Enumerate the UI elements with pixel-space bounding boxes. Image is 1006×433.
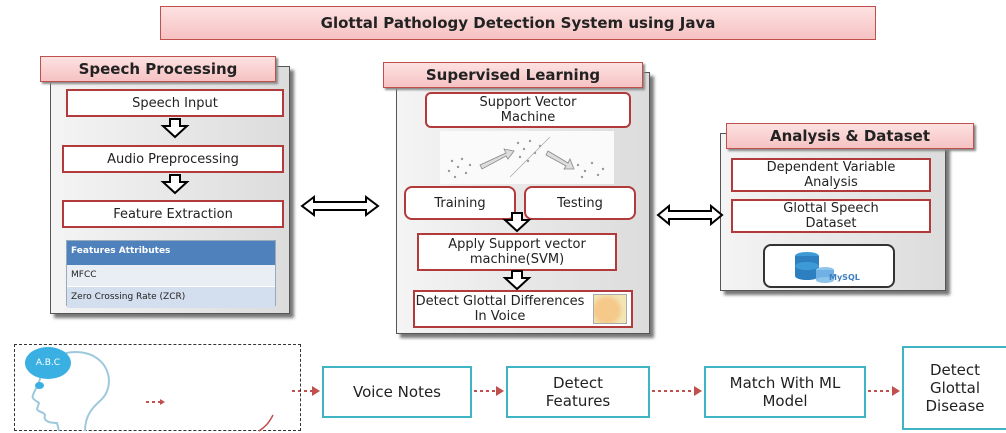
- database-icon: [795, 252, 834, 283]
- svm-scatter-graphic: [447, 136, 605, 179]
- voice-notes-step: Voice Notes: [322, 366, 472, 418]
- testing-box: Testing: [524, 186, 636, 220]
- detect-features-step: Detect Features: [506, 366, 650, 418]
- speech-input-step: Speech Input: [66, 89, 284, 117]
- svm-box: Support Vector Machine: [425, 92, 631, 128]
- detect-glottal-disease-step: Detect Glottal Disease: [902, 346, 1006, 430]
- features-table-row: MFCC: [67, 265, 275, 287]
- svm-illustration: [440, 131, 614, 184]
- speaker-illustration-frame: A.B.C: [14, 344, 301, 432]
- down-arrow-icon: [160, 118, 190, 139]
- double-arrow-icon: [656, 203, 724, 227]
- down-arrow-icon: [502, 270, 532, 291]
- glottal-dataset-box: Glottal Speech Dataset: [731, 199, 931, 233]
- training-box: Training: [404, 186, 516, 220]
- double-arrow-icon: [300, 195, 380, 217]
- audio-preprocessing-step: Audio Preprocessing: [62, 145, 284, 173]
- feature-extraction-step: Feature Extraction: [62, 200, 284, 228]
- features-table-header: Features Attributes: [67, 241, 275, 265]
- down-arrow-icon: [502, 212, 532, 233]
- match-ml-model-step: Match With ML Model: [704, 366, 866, 418]
- face-sound-image: [593, 294, 627, 324]
- supervised-learning-header: Supervised Learning: [383, 62, 643, 88]
- page-title-box: Glottal Pathology Detection System using…: [160, 6, 876, 40]
- speech-processing-header: Speech Processing: [40, 56, 276, 82]
- page-title: Glottal Pathology Detection System using…: [320, 14, 716, 32]
- dependent-analysis-box: Dependent Variable Analysis: [731, 158, 931, 192]
- features-table-row: Zero Crossing Rate (ZCR): [67, 287, 275, 308]
- down-arrow-icon: [160, 174, 190, 195]
- analysis-header: Analysis & Dataset: [726, 123, 974, 149]
- mysql-logo-text: MySQL: [829, 273, 860, 282]
- thought-bubble-dot: [35, 382, 44, 389]
- thought-bubble: A.B.C: [25, 347, 71, 379]
- mysql-logo-box: MySQL: [763, 244, 895, 288]
- features-table: Features Attributes MFCC Zero Crossing R…: [66, 240, 276, 308]
